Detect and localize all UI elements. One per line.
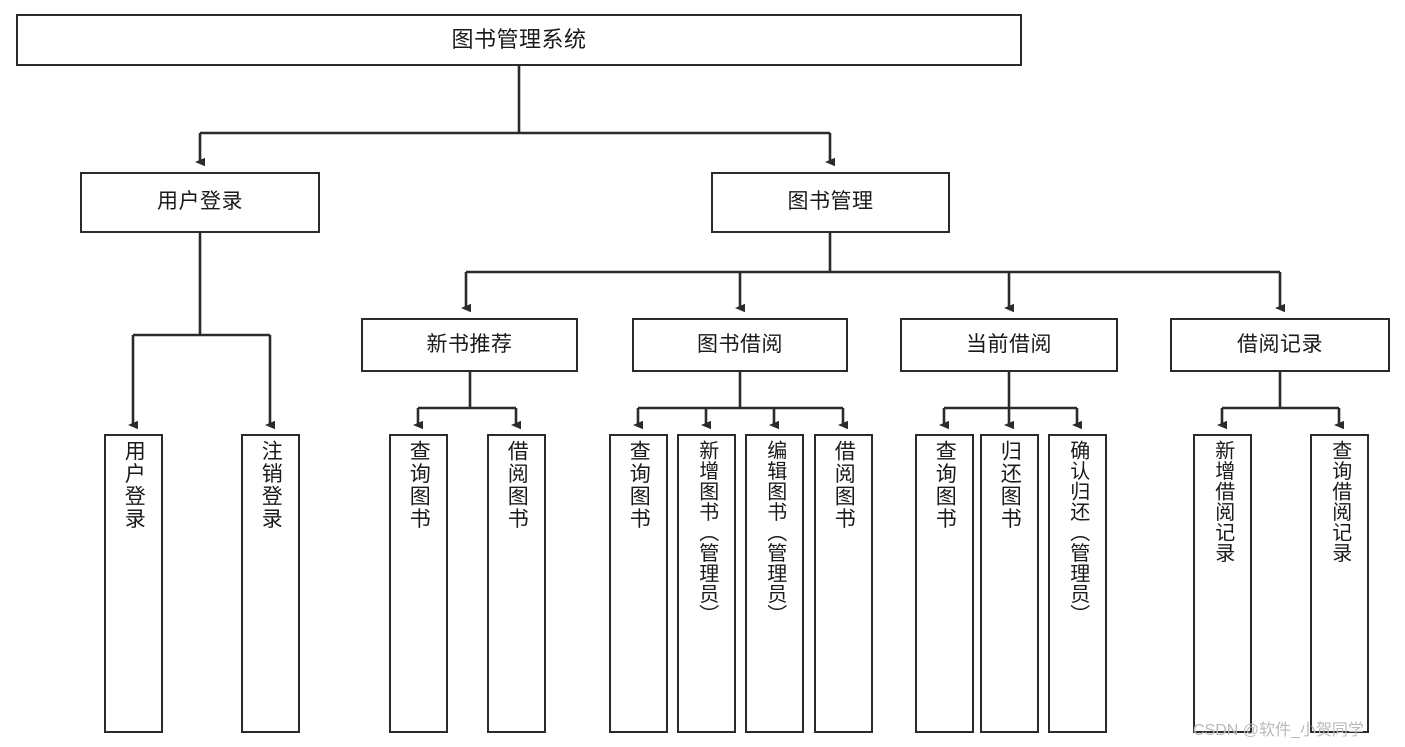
node-label: 新增图书（管理员） [695,440,718,625]
leaf-recommend-borrow-book[interactable]: 借阅图书 [487,434,546,733]
node-label: 查询借阅记录 [1328,440,1351,563]
node-label: 查询图书 [627,440,651,530]
node-label: 当前借阅 [966,332,1052,356]
leaf-user-login-signout[interactable]: 注销登录 [241,434,300,733]
leaf-borrow-edit-book-admin[interactable]: 编辑图书（管理员） [745,434,804,733]
node-label: 图书借阅 [697,332,783,356]
node-label: 用户登录 [157,190,243,214]
node-user-login[interactable]: 用户登录 [80,172,320,233]
node-label: 编辑图书（管理员） [763,440,786,625]
node-label: 图书管理 [787,190,874,214]
leaf-current-query-book[interactable]: 查询图书 [915,434,974,733]
node-label: 查询图书 [407,440,431,530]
node-label: 新书推荐 [426,332,513,356]
node-label: 用户登录 [122,440,146,530]
node-book-borrow[interactable]: 图书借阅 [632,318,848,372]
node-label: 确认归还（管理员） [1066,440,1089,625]
leaf-borrow-add-book-admin[interactable]: 新增图书（管理员） [677,434,736,733]
leaf-current-confirm-return-admin[interactable]: 确认归还（管理员） [1048,434,1107,733]
node-label: 借阅图书 [832,440,856,530]
leaf-recommend-query-book[interactable]: 查询图书 [389,434,448,733]
leaf-borrow-query-book[interactable]: 查询图书 [609,434,668,733]
node-label: 查询图书 [933,440,957,530]
leaf-record-add-record[interactable]: 新增借阅记录 [1193,434,1252,733]
leaf-current-return-book[interactable]: 归还图书 [980,434,1039,733]
node-label: 借阅记录 [1237,332,1323,356]
node-label: 归还图书 [998,440,1022,530]
node-label: 借阅图书 [505,440,529,530]
node-new-book-recommend[interactable]: 新书推荐 [361,318,578,372]
node-label: 图书管理系统 [451,27,587,53]
node-root-system[interactable]: 图书管理系统 [16,14,1022,66]
node-label: 注销登录 [259,440,283,530]
leaf-user-login-signin[interactable]: 用户登录 [104,434,163,733]
node-current-borrow[interactable]: 当前借阅 [900,318,1118,372]
leaf-record-query-record[interactable]: 查询借阅记录 [1310,434,1369,733]
node-label: 新增借阅记录 [1211,440,1234,563]
node-book-management[interactable]: 图书管理 [711,172,950,233]
leaf-borrow-borrow-book[interactable]: 借阅图书 [814,434,873,733]
watermark-text: CSDN @软件_小贺同学 [1193,722,1364,739]
node-borrow-record[interactable]: 借阅记录 [1170,318,1390,372]
